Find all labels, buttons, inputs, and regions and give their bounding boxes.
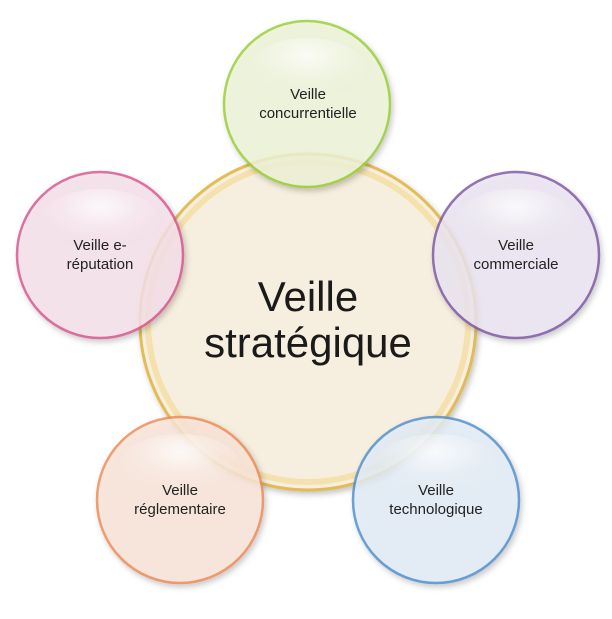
satellite-ereputation <box>15 170 185 340</box>
satellite-concurrentielle <box>222 19 392 189</box>
satellite-commerciale <box>431 170 601 340</box>
satellite-technologique <box>351 415 521 585</box>
satellite-reglementaire <box>95 415 265 585</box>
